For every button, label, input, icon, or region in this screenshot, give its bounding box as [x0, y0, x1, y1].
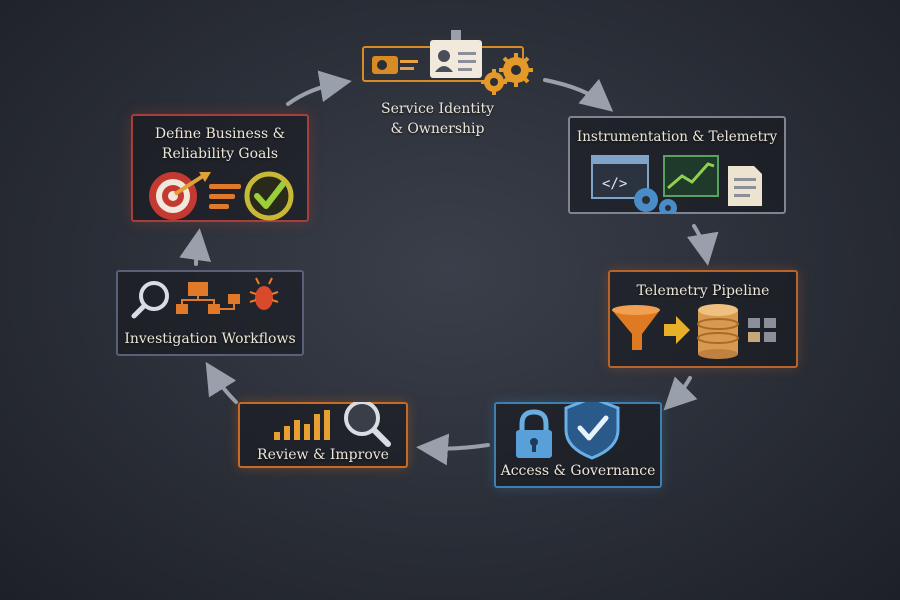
- node-define-goals-label-2: Reliability Goals: [161, 146, 279, 162]
- document-icon: [728, 166, 762, 206]
- node-instrumentation-label: Instrumentation & Telemetry: [576, 129, 778, 145]
- node-instrumentation: Instrumentation & Telemetry </>: [568, 116, 786, 214]
- arrow-right-icon: [664, 316, 690, 344]
- flowchart-icon: [176, 282, 240, 314]
- node-define-goals-label-1: Define Business &: [154, 126, 286, 142]
- id-badge-icon: [430, 30, 482, 78]
- magnifier-icon: [344, 402, 391, 447]
- node-review-improve: Review & Improve: [238, 402, 408, 468]
- node-access-governance: Access & Governance: [494, 402, 662, 488]
- server-rack-icon: [748, 318, 776, 342]
- node-pipeline: Telemetry Pipeline: [608, 270, 798, 368]
- magnifier-icon: [131, 281, 169, 319]
- funnel-icon: [612, 305, 660, 350]
- node-service-identity: Service Identity & Ownership: [360, 30, 535, 140]
- node-define-goals: Define Business & Reliability Goals: [131, 114, 309, 222]
- node-pipeline-label: Telemetry Pipeline: [636, 283, 770, 299]
- arrow-goals-to-identity: [286, 70, 352, 106]
- node-review-improve-label: Review & Improve: [257, 447, 389, 463]
- speed-lines-icon: [209, 184, 241, 209]
- target-icon: [149, 172, 211, 220]
- node-investigation: Investigation Workflows: [116, 270, 304, 356]
- node-service-identity-label-1: Service Identity: [381, 101, 494, 117]
- arrow-review-to-investigation: [205, 361, 238, 404]
- checkmark-icon: [244, 171, 294, 221]
- arrow-pipeline-to-access: [663, 376, 698, 411]
- shield-check-icon: [564, 402, 620, 460]
- arrow-access-to-review: [416, 433, 490, 466]
- gear-icon: [634, 188, 677, 214]
- node-access-governance-label: Access & Governance: [500, 463, 656, 479]
- node-investigation-label: Investigation Workflows: [124, 331, 296, 347]
- key-icon: [372, 56, 418, 74]
- arrow-instrumentation-to-pipeline: [686, 224, 719, 266]
- code-window-icon: </>: [591, 155, 649, 199]
- lock-icon: [516, 409, 552, 458]
- svg-text:</>: </>: [602, 176, 627, 192]
- arrow-investigation-to-goals: [179, 228, 212, 266]
- database-icon: [697, 304, 739, 359]
- arrow-identity-to-instrumentation: [543, 78, 614, 112]
- trend-chart-icon: [663, 155, 719, 197]
- bar-chart-icon: [274, 410, 330, 440]
- node-service-identity-label-2: & Ownership: [390, 121, 485, 137]
- bug-icon: [249, 277, 279, 310]
- gear-icon: [481, 53, 533, 95]
